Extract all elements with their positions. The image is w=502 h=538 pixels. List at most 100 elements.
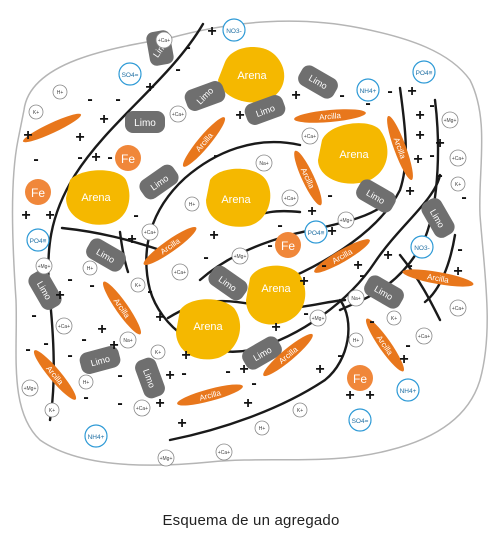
svg-text:H+: H+ bbox=[57, 90, 64, 96]
minus-sign: - bbox=[117, 395, 122, 412]
svg-text:Arena: Arena bbox=[193, 321, 223, 333]
anions: NO3- SO4= NH4+ PO4≡ PO4≡ PO4≡ NO3- NH4+ … bbox=[26, 18, 436, 448]
cation-ca: +Ca+ bbox=[449, 299, 467, 317]
soil-aggregate-diagram: Arena Arena Arena Arena Arena Arena Limo bbox=[11, 18, 488, 467]
svg-text:+Mg+: +Mg+ bbox=[24, 386, 37, 392]
silt-particles: Limo Limo Limo Limo Limo Limo Limo Limo bbox=[28, 30, 455, 399]
cations: +Ca+ H+ K+ +Ca+ +Ca+ +Mg+ Na+ +Ca+ K+ H+… bbox=[21, 31, 467, 467]
sand-particle: Arena bbox=[218, 46, 285, 103]
plus-sign: + bbox=[435, 135, 444, 152]
svg-text:PO4≡: PO4≡ bbox=[308, 230, 325, 237]
minus-sign: - bbox=[429, 147, 434, 164]
cation-ca: +Ca+ bbox=[155, 31, 173, 49]
pore-line bbox=[398, 253, 442, 322]
silt-particle: Limo bbox=[139, 164, 179, 200]
minus-sign: - bbox=[175, 61, 180, 78]
minus-sign: - bbox=[83, 389, 88, 406]
silt-particle: Limo bbox=[135, 357, 165, 399]
plus-sign: + bbox=[127, 231, 136, 248]
cation-h: H+ bbox=[184, 196, 200, 212]
clay-particle: Arcilla bbox=[387, 115, 413, 181]
svg-text:+Ca+: +Ca+ bbox=[218, 450, 230, 456]
svg-text:K+: K+ bbox=[49, 408, 55, 414]
cation-h: H+ bbox=[254, 420, 270, 436]
cation-h: H+ bbox=[82, 260, 98, 276]
svg-text:PO4≡: PO4≡ bbox=[416, 70, 433, 77]
cation-mg: +Mg+ bbox=[337, 211, 355, 229]
anion-nh4: NH4+ bbox=[396, 378, 420, 402]
svg-text:+Ca+: +Ca+ bbox=[284, 196, 296, 202]
anion-so4: SO4= bbox=[348, 408, 372, 432]
anion-nh4: NH4+ bbox=[356, 78, 380, 102]
sand-particles: Arena Arena Arena Arena Arena Arena bbox=[66, 46, 388, 360]
cation-k: K+ bbox=[44, 402, 60, 418]
minus-sign: - bbox=[429, 97, 434, 114]
cation-ca: +Ca+ bbox=[281, 189, 299, 207]
silt-particle: Limo bbox=[79, 345, 121, 375]
minus-sign: - bbox=[267, 237, 272, 254]
plus-sign: + bbox=[177, 415, 186, 432]
iron-particles: Fe Fe Fe Fe bbox=[25, 145, 373, 391]
minus-sign: - bbox=[337, 347, 342, 364]
svg-text:+Ca+: +Ca+ bbox=[418, 334, 430, 340]
svg-text:Fe: Fe bbox=[281, 239, 295, 253]
cation-h: H+ bbox=[52, 84, 68, 100]
silt-particle: Limo bbox=[364, 275, 404, 309]
svg-text:Na+: Na+ bbox=[123, 338, 132, 344]
plus-sign: + bbox=[345, 387, 354, 404]
svg-text:+Mg+: +Mg+ bbox=[160, 456, 173, 462]
minus-sign: - bbox=[327, 187, 332, 204]
svg-text:Limo: Limo bbox=[90, 354, 111, 369]
plus-sign: + bbox=[383, 247, 392, 264]
plus-sign: + bbox=[399, 351, 408, 368]
minus-sign: - bbox=[461, 189, 466, 206]
plus-sign: + bbox=[453, 263, 462, 280]
cation-mg: +Mg+ bbox=[309, 309, 327, 327]
sand-particle: Arena bbox=[246, 265, 306, 325]
minus-sign: - bbox=[405, 337, 410, 354]
minus-sign: - bbox=[67, 347, 72, 364]
plus-sign: + bbox=[209, 227, 218, 244]
minus-sign: - bbox=[339, 87, 344, 104]
minus-sign: - bbox=[89, 277, 94, 294]
cation-ca: +Ca+ bbox=[55, 317, 73, 335]
plus-sign: + bbox=[155, 309, 164, 326]
svg-text:NO3-: NO3- bbox=[226, 28, 242, 35]
silt-particle: Limo bbox=[86, 238, 126, 272]
minus-sign: - bbox=[251, 375, 256, 392]
cation-na: Na+ bbox=[255, 154, 273, 172]
plus-sign: + bbox=[365, 387, 374, 404]
svg-text:+Ca+: +Ca+ bbox=[136, 406, 148, 412]
cation-ca: +Ca+ bbox=[169, 105, 187, 123]
minus-sign: - bbox=[181, 365, 186, 382]
minus-sign: - bbox=[31, 307, 36, 324]
minus-sign: - bbox=[87, 91, 92, 108]
minus-sign: - bbox=[43, 335, 48, 352]
plus-sign: + bbox=[21, 207, 30, 224]
silt-particle: Limo bbox=[242, 336, 282, 370]
minus-sign: - bbox=[359, 267, 364, 284]
clay-particle: Arcilla bbox=[294, 109, 366, 123]
svg-text:H+: H+ bbox=[83, 380, 90, 386]
svg-text:NO3-: NO3- bbox=[414, 245, 430, 252]
minus-sign: - bbox=[457, 241, 462, 258]
iron-particle: Fe bbox=[347, 365, 373, 391]
svg-text:+Ca+: +Ca+ bbox=[144, 230, 156, 236]
pore-line bbox=[47, 22, 205, 422]
svg-text:+Ca+: +Ca+ bbox=[452, 306, 464, 312]
svg-text:+Mg+: +Mg+ bbox=[444, 118, 457, 124]
minus-sign: - bbox=[185, 39, 190, 56]
plus-sign: + bbox=[291, 87, 300, 104]
plus-sign: + bbox=[91, 149, 100, 166]
minus-sign: - bbox=[387, 83, 392, 100]
anion-po4: PO4≡ bbox=[412, 60, 436, 84]
plus-sign: + bbox=[407, 83, 416, 100]
cation-ca: +Ca+ bbox=[215, 443, 233, 461]
iron-particle: Fe bbox=[25, 179, 51, 205]
svg-text:SO4=: SO4= bbox=[122, 72, 139, 79]
svg-text:K+: K+ bbox=[297, 408, 303, 414]
plus-sign: + bbox=[315, 361, 324, 378]
sand-particle: Arena bbox=[176, 299, 241, 360]
cation-h: H+ bbox=[348, 332, 364, 348]
svg-text:Fe: Fe bbox=[31, 186, 45, 200]
